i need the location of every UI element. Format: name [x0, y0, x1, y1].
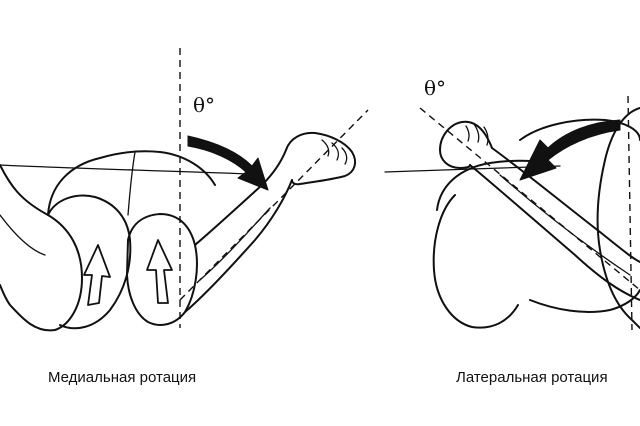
rotation-arrow-right-knee — [146, 239, 173, 304]
lateral-rotation-panel — [384, 95, 640, 331]
lateral-shin-line — [499, 174, 631, 276]
shin-line — [199, 207, 271, 281]
rotated-lower-leg — [184, 149, 293, 313]
lateral-rotated-lower-leg — [469, 147, 640, 301]
caption-lateral-rotation: Латеральная ротация — [456, 369, 608, 386]
tibial-axis-left — [179, 109, 369, 301]
left-buttock — [47, 194, 132, 330]
medial-rotation-panel — [0, 48, 369, 332]
rotation-direction-arrow-right — [519, 119, 621, 181]
gluteal-cleft — [127, 151, 136, 216]
rotation-direction-arrow-left — [187, 135, 269, 191]
foot-left-panel — [285, 131, 357, 186]
angle-label-medial: θ° — [193, 93, 216, 117]
left-leg — [0, 164, 83, 332]
caption-medial-rotation: Медиальная ротация — [48, 369, 197, 386]
vertical-reference-axis-right — [627, 95, 633, 331]
angle-label-lateral: θ° — [424, 76, 447, 100]
lateral-left-buttock — [432, 194, 519, 329]
pelvis-outline — [47, 150, 216, 216]
left-leg-inner — [0, 214, 46, 256]
rotation-arrow-left-knee — [83, 244, 111, 306]
table-edge-left — [0, 164, 251, 175]
lateral-right-buttock — [519, 118, 640, 141]
lateral-knee-right — [529, 289, 640, 313]
diagonal-reference-axis-right — [419, 107, 640, 291]
right-knee — [126, 213, 198, 326]
foot-right-panel — [439, 120, 493, 169]
toes-right-panel — [465, 123, 489, 146]
lateral-stationary-leg — [596, 107, 640, 329]
